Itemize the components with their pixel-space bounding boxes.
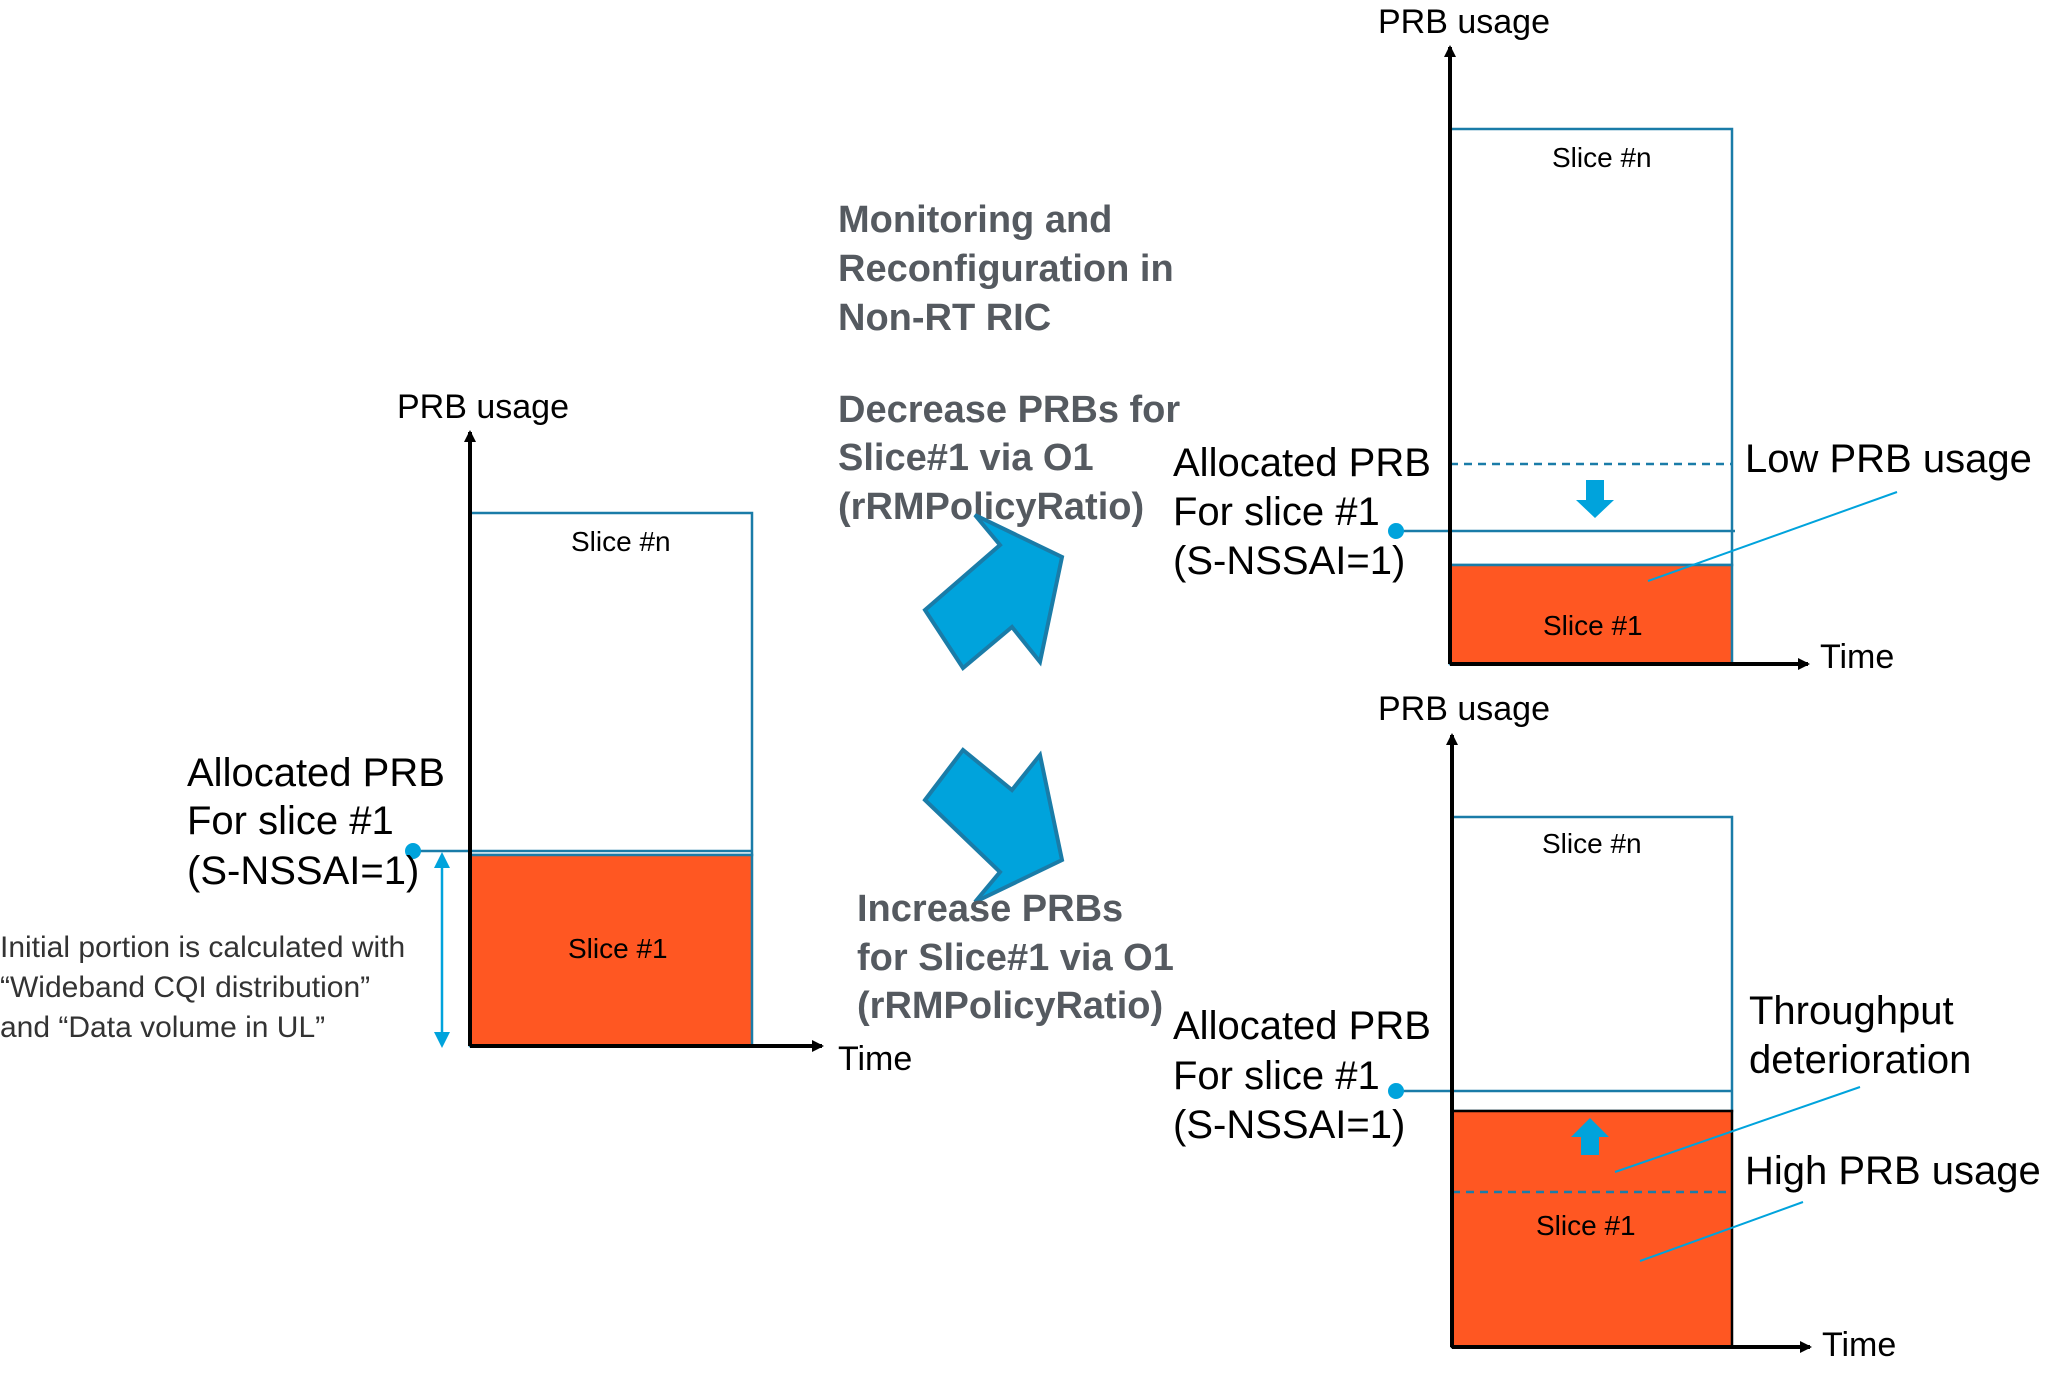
left-x-axis-label: Time xyxy=(838,1040,912,1078)
left-bracket-bottom-arrow xyxy=(434,1032,450,1048)
left-slice-1-label: Slice #1 xyxy=(568,933,668,964)
top-callout-low-usage: Low PRB usage xyxy=(1745,437,2032,481)
top-slice-1-label: Slice #1 xyxy=(1543,610,1643,641)
top-slice-n-label: Slice #n xyxy=(1552,142,1652,173)
bottom-allocation-marker xyxy=(1388,1083,1404,1099)
left-slice-n-box xyxy=(468,511,754,857)
bottom-increase-small-arrow-icon xyxy=(1571,1118,1609,1155)
bottom-slice-n-label: Slice #n xyxy=(1542,828,1642,859)
increase-line-1: Increase PRBs xyxy=(857,888,1123,930)
increase-line-2: for Slice#1 via O1 xyxy=(857,937,1174,979)
increase-arrow-icon xyxy=(922,747,1065,904)
left-chart: PRB usage Time Slice #n Slice #1 Allocat… xyxy=(0,388,912,1078)
left-note-line-1: Initial portion is calculated with xyxy=(0,931,405,964)
bottom-right-chart: PRB usage Time Slice #n Slice #1 Allocat… xyxy=(1173,690,2041,1364)
left-y-axis-label: PRB usage xyxy=(397,388,569,426)
bottom-callout-high-usage: High PRB usage xyxy=(1745,1149,2041,1193)
left-bracket-top-arrow xyxy=(434,852,450,868)
monitoring-line-1: Monitoring and xyxy=(838,199,1112,241)
top-y-axis-label: PRB usage xyxy=(1378,3,1550,41)
monitoring-line-2: Reconfiguration in xyxy=(838,248,1174,290)
bottom-y-axis-label: PRB usage xyxy=(1378,690,1550,728)
left-slice-1-box xyxy=(468,853,754,1048)
left-allocated-line-2: For slice #1 xyxy=(187,799,394,843)
left-note-line-2: “Wideband CQI distribution” xyxy=(0,971,370,1004)
top-right-chart: PRB usage Time Slice #n Slice #1 Allocat… xyxy=(1173,3,2032,676)
bottom-allocated-line-2: For slice #1 xyxy=(1173,1054,1380,1098)
top-callout-leader xyxy=(1647,491,1898,582)
decrease-line-2: Slice#1 via O1 xyxy=(838,437,1094,479)
top-allocated-line-3: (S-NSSAI=1) xyxy=(1173,539,1405,583)
bottom-callout-throughput-1: Throughput xyxy=(1749,989,1954,1033)
top-allocated-line-1: Allocated PRB xyxy=(1173,441,1431,485)
top-decrease-small-arrow-icon xyxy=(1576,480,1614,518)
left-allocated-line-3: (S-NSSAI=1) xyxy=(187,849,419,893)
left-slice-n-label: Slice #n xyxy=(571,526,671,557)
bottom-allocated-line-1: Allocated PRB xyxy=(1173,1004,1431,1048)
left-note-line-3: and “Data volume in UL” xyxy=(0,1011,325,1044)
top-allocated-line-2: For slice #1 xyxy=(1173,490,1380,534)
bottom-allocated-line-3: (S-NSSAI=1) xyxy=(1173,1103,1405,1147)
bottom-high-usage-leader xyxy=(1639,1201,1804,1262)
bottom-x-axis-label: Time xyxy=(1822,1326,1896,1364)
top-allocation-marker xyxy=(1388,523,1404,539)
bottom-slice-n-box xyxy=(1450,815,1734,1113)
increase-line-3: (rRMPolicyRatio) xyxy=(857,985,1163,1027)
decrease-arrow-icon xyxy=(922,513,1065,671)
left-allocation-marker xyxy=(405,843,421,859)
left-allocated-line-1: Allocated PRB xyxy=(187,751,445,795)
top-x-axis-label: Time xyxy=(1820,638,1894,676)
bottom-callout-throughput-2: deterioration xyxy=(1749,1038,1971,1082)
middle-section: Monitoring and Reconfiguration in Non-RT… xyxy=(838,199,1180,1027)
bottom-throughput-leader xyxy=(1614,1086,1861,1173)
monitoring-line-3: Non-RT RIC xyxy=(838,297,1051,339)
bottom-slice-1-label: Slice #1 xyxy=(1536,1210,1636,1241)
decrease-line-1: Decrease PRBs for xyxy=(838,389,1180,431)
